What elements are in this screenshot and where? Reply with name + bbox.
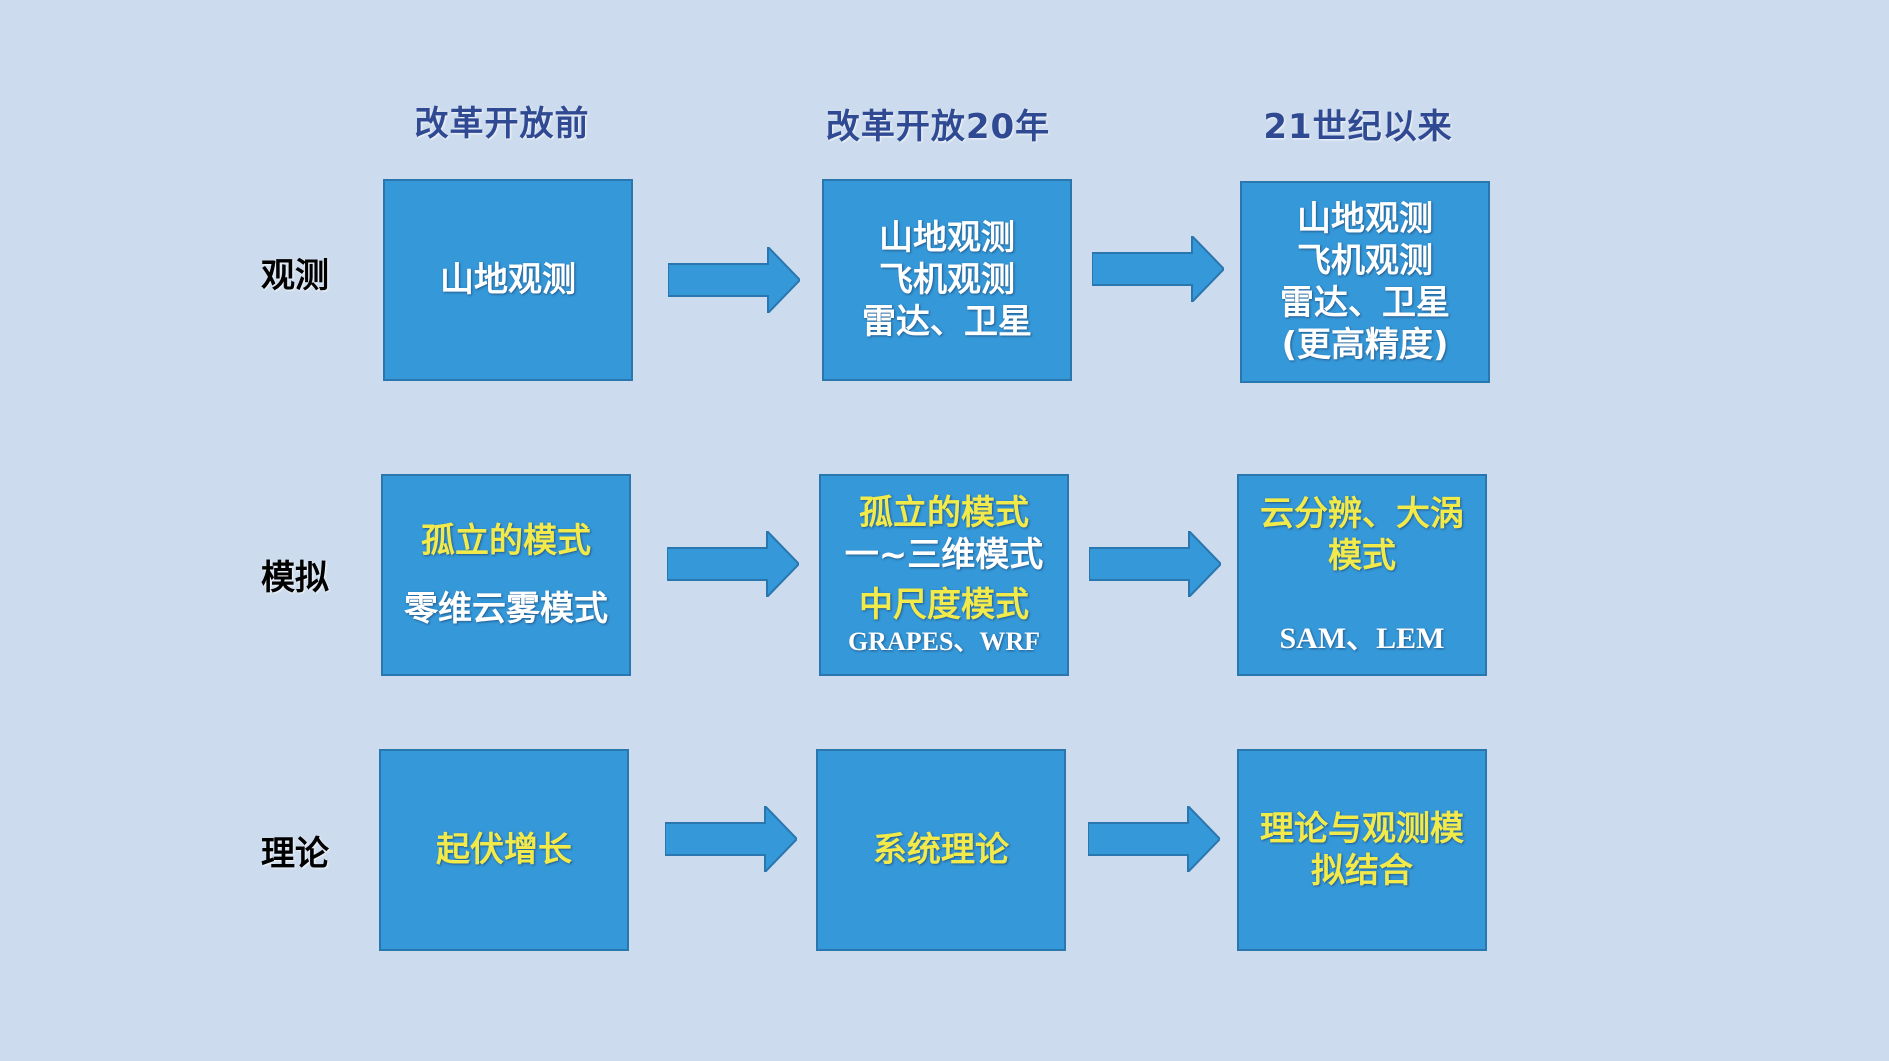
box-line: GRAPES、WRF	[847, 627, 1041, 656]
box-line: 系统理论	[873, 830, 1009, 870]
arrow-right-icon	[665, 806, 797, 872]
box-line: (更高精度)	[1281, 325, 1449, 365]
box-line: 一~三维模式	[844, 535, 1044, 575]
header-21st-century: 21世纪以来	[1263, 107, 1453, 147]
box-line: 云分辨、大涡	[1260, 494, 1464, 534]
box-line: 孤立的模式	[421, 521, 591, 561]
box-line: 孤立的模式	[859, 493, 1029, 533]
box-line: 山地观测	[1297, 199, 1433, 239]
box-line: 零维云雾模式	[404, 589, 608, 629]
box-line: SAM、LEM	[1279, 622, 1445, 655]
box-line: 理论与观测模	[1260, 809, 1464, 849]
arrow-shape	[1092, 236, 1224, 302]
arrow-shape	[1089, 531, 1221, 597]
box-line: 山地观测	[440, 260, 576, 300]
box-observation-21st-century: 山地观测 飞机观测 雷达、卫星 (更高精度)	[1240, 181, 1490, 383]
box-line: 模式	[1328, 536, 1396, 576]
box-theory-pre-reform: 起伏增长	[379, 749, 629, 951]
arrow-right-icon	[667, 531, 799, 597]
arrow-shape	[667, 531, 799, 597]
box-line: 中尺度模式	[859, 585, 1029, 625]
arrow-shape	[668, 247, 800, 313]
arrow-shape	[1088, 806, 1220, 872]
box-simulation-reform-20: 孤立的模式 一~三维模式 中尺度模式 GRAPES、WRF	[819, 474, 1069, 676]
header-pre-reform: 改革开放前	[414, 104, 590, 144]
row-label-theory: 理论	[261, 834, 329, 874]
box-observation-pre-reform: 山地观测	[383, 179, 633, 381]
box-theory-reform-20: 系统理论	[816, 749, 1066, 951]
box-line: 拟结合	[1311, 851, 1413, 891]
box-simulation-pre-reform: 孤立的模式 零维云雾模式	[381, 474, 631, 676]
row-label-simulation: 模拟	[261, 558, 329, 598]
arrow-right-icon	[668, 247, 800, 313]
arrow-right-icon	[1092, 236, 1224, 302]
box-line: 起伏增长	[436, 830, 572, 870]
box-line: 飞机观测	[879, 260, 1015, 300]
box-theory-21st-century: 理论与观测模 拟结合	[1237, 749, 1487, 951]
arrow-right-icon	[1088, 806, 1220, 872]
box-line: 山地观测	[879, 218, 1015, 258]
arrow-shape	[665, 806, 797, 872]
box-observation-reform-20: 山地观测 飞机观测 雷达、卫星	[822, 179, 1072, 381]
box-line: 雷达、卫星	[1280, 283, 1450, 323]
arrow-right-icon	[1089, 531, 1221, 597]
header-reform-20-years: 改革开放20年	[825, 107, 1051, 147]
row-label-observation: 观测	[261, 256, 329, 296]
box-line: 飞机观测	[1297, 241, 1433, 281]
box-simulation-21st-century: 云分辨、大涡 模式 SAM、LEM	[1237, 474, 1487, 676]
box-line: 雷达、卫星	[862, 302, 1032, 342]
